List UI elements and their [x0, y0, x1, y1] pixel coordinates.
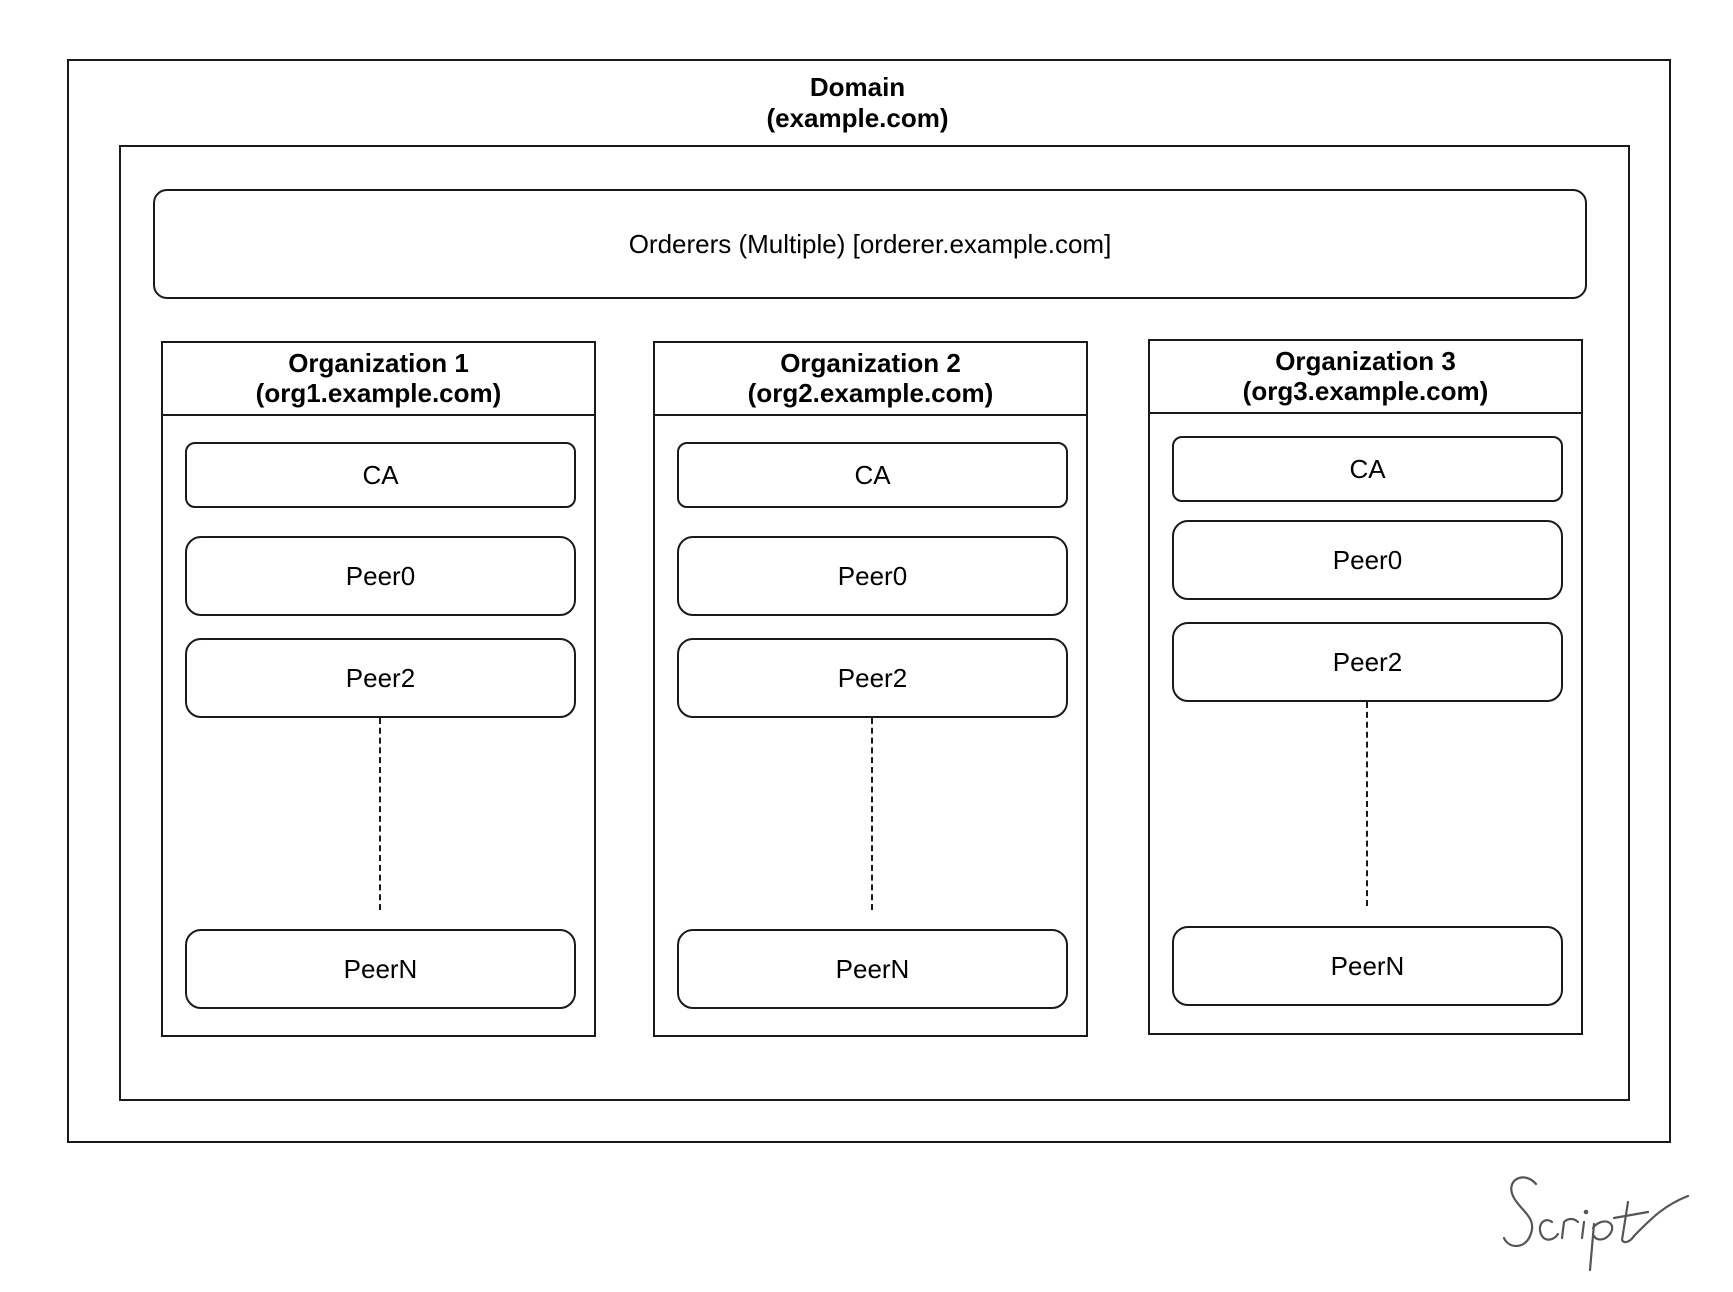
organization-2-peerN-node: PeerN — [677, 929, 1068, 1009]
domain-title: Domain (example.com) — [0, 72, 1715, 134]
organization-1-peerN-label: PeerN — [343, 953, 418, 984]
domain-inner-container — [119, 145, 1630, 1101]
organization-2-ca-label: CA — [854, 459, 891, 490]
organization-3-peer0-node: Peer0 — [1172, 520, 1563, 600]
organization-2-peer2-label: Peer2 — [837, 662, 908, 693]
organization-3-peer0-label: Peer0 — [1332, 544, 1403, 575]
organization-3-box: Organization 3 (org3.example.com) CA Pee… — [1148, 339, 1583, 1035]
organization-1-peer0-node: Peer0 — [185, 536, 576, 616]
organization-3-ca-label: CA — [1349, 453, 1386, 484]
organization-1-peerN-node: PeerN — [185, 929, 576, 1009]
organization-1-domain: (org1.example.com) — [255, 378, 502, 408]
organization-3-peerN-node: PeerN — [1172, 926, 1563, 1006]
organization-3-header: Organization 3 (org3.example.com) — [1150, 341, 1581, 414]
organization-2-peer0-label: Peer0 — [837, 560, 908, 591]
organization-3-peerN-label: PeerN — [1330, 950, 1405, 981]
organization-3-domain: (org3.example.com) — [1242, 376, 1489, 406]
organization-2-header: Organization 2 (org2.example.com) — [655, 343, 1086, 416]
organization-1-name: Organization 1 — [288, 348, 469, 378]
organization-3-dashed-connector — [1366, 702, 1368, 906]
organization-3-ca-node: CA — [1172, 436, 1563, 502]
organization-1-header: Organization 1 (org1.example.com) — [163, 343, 594, 416]
domain-box — [67, 59, 1671, 1143]
organization-1-ca-label: CA — [362, 459, 399, 490]
organization-2-peer0-node: Peer0 — [677, 536, 1068, 616]
organization-2-box: Organization 2 (org2.example.com) CA Pee… — [653, 341, 1088, 1037]
orderers-box: Orderers (Multiple) [orderer.example.com… — [153, 189, 1587, 299]
organization-2-peer2-node: Peer2 — [677, 638, 1068, 718]
organization-1-ca-node: CA — [185, 442, 576, 508]
organization-3-name: Organization 3 — [1275, 346, 1456, 376]
organization-1-peer2-node: Peer2 — [185, 638, 576, 718]
signature-logo-icon — [1502, 1176, 1690, 1272]
domain-subtitle: (example.com) — [766, 103, 949, 133]
organization-1-dashed-connector — [379, 718, 381, 910]
organization-2-name: Organization 2 — [780, 348, 961, 378]
organization-1-peer0-label: Peer0 — [345, 560, 416, 591]
organization-2-ca-node: CA — [677, 442, 1068, 508]
organization-2-dashed-connector — [871, 718, 873, 910]
organization-2-domain: (org2.example.com) — [747, 378, 994, 408]
orderers-label: Orderers (Multiple) [orderer.example.com… — [628, 228, 1112, 259]
organization-3-peer2-label: Peer2 — [1332, 646, 1403, 677]
domain-name: Domain — [809, 72, 906, 102]
organization-3-peer2-node: Peer2 — [1172, 622, 1563, 702]
organization-1-peer2-label: Peer2 — [345, 662, 416, 693]
organization-2-peerN-label: PeerN — [835, 953, 910, 984]
organization-1-box: Organization 1 (org1.example.com) CA Pee… — [161, 341, 596, 1037]
